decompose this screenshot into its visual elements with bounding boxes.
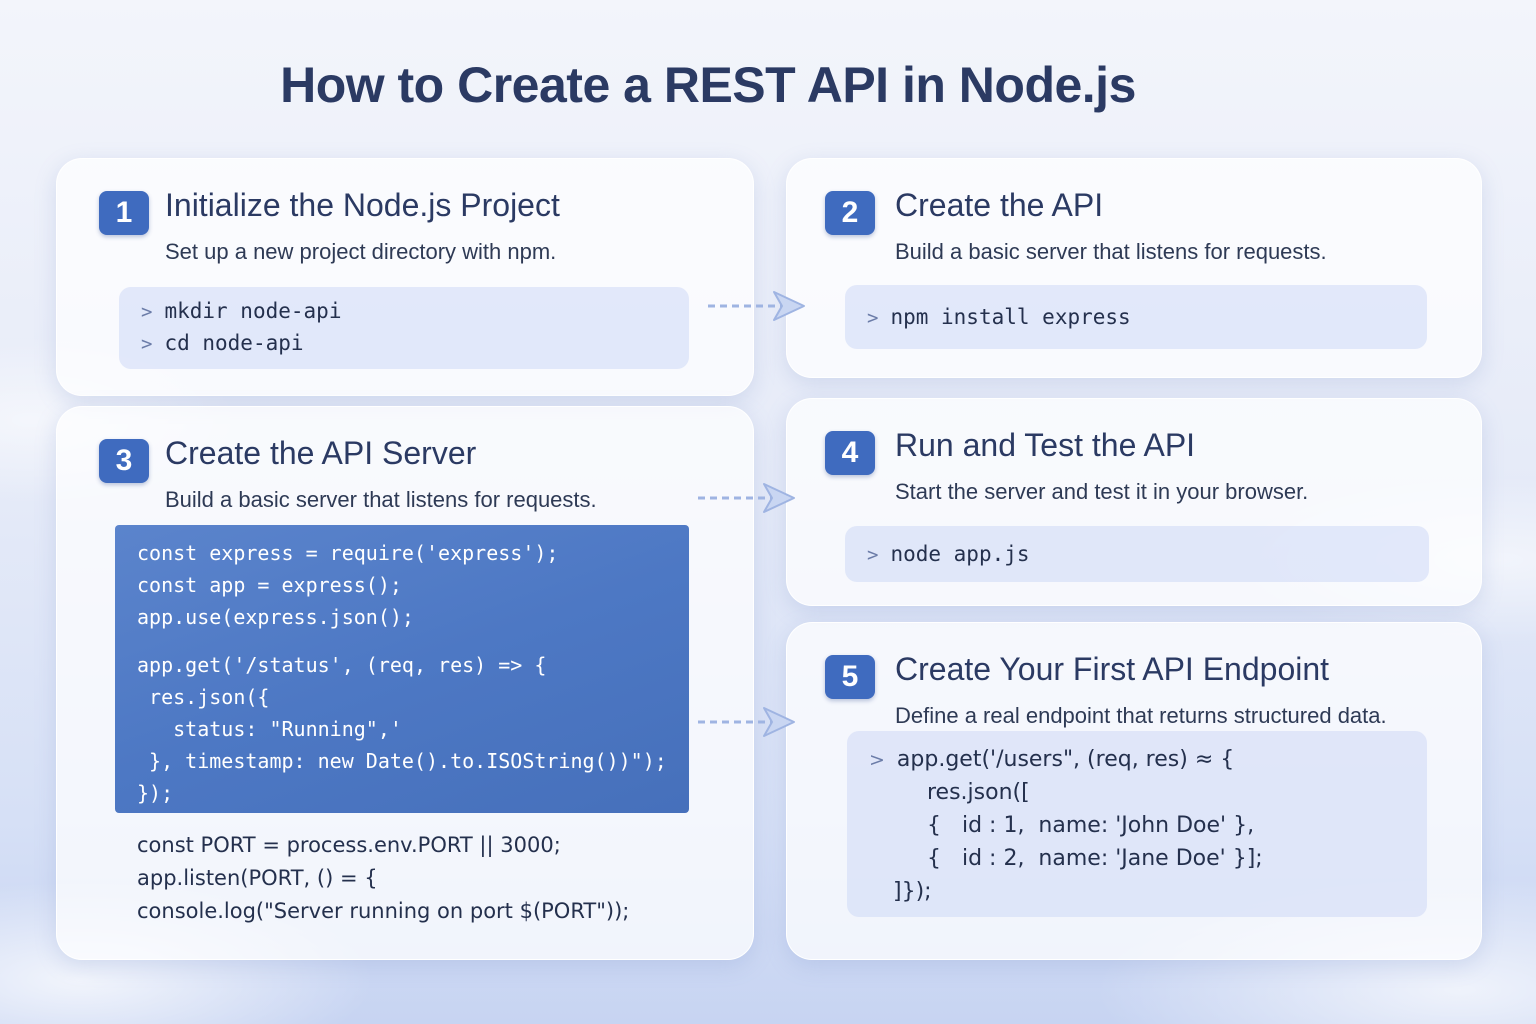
step-description: Build a basic server that listens for re… — [165, 487, 597, 512]
step-title: Initialize the Node.js Project — [165, 187, 560, 223]
code-text: app.get('/users", (req, res) ≈ { — [896, 747, 1235, 772]
code-line: const express = require('express'); — [137, 541, 559, 565]
code-line: res.json([ — [869, 776, 1427, 809]
code-line: console.log("Server running on port $(PO… — [137, 899, 630, 923]
step-number-badge: 5 — [825, 655, 875, 699]
code-text: ]}); — [893, 879, 932, 904]
code-line: }); — [137, 781, 174, 805]
dashed-arrow-icon — [698, 483, 795, 513]
code-line: res.json({ — [137, 685, 270, 709]
code-line: > app.get('/users", (req, res) ≈ { — [869, 743, 1427, 776]
step-title: Create the API — [895, 187, 1104, 223]
step-description: Set up a new project directory with npm. — [165, 239, 557, 264]
code-line: const app = express(); — [137, 573, 402, 597]
code-text: { id : 2, name: 'Jane Doe' }]; — [927, 846, 1263, 871]
command-text: node app.js — [890, 542, 1030, 566]
code-line: ]}); — [869, 875, 1427, 908]
chevron-right-icon: > — [141, 333, 153, 355]
command-line: > cd node-api — [141, 327, 689, 359]
step-description: Build a basic server that listens for re… — [895, 239, 1327, 264]
step-title: Run and Test the API — [895, 427, 1196, 463]
step-card-1: 1 Initialize the Node.js Project Set up … — [56, 158, 754, 396]
command-line: > mkdir node-api — [141, 295, 689, 327]
step-description: Start the server and test it in your bro… — [895, 479, 1309, 504]
code-line: app.listen(PORT, () = { — [137, 866, 378, 890]
step-title: Create the API Server — [165, 435, 477, 471]
endpoint-code-block: > app.get('/users", (req, res) ≈ { res.js… — [847, 731, 1427, 917]
code-line: }, timestamp: new Date().to.ISOString())… — [137, 749, 667, 773]
command-line: > npm install express — [867, 301, 1427, 333]
code-line: app.get('/status', (req, res) => { — [137, 653, 547, 677]
code-text: res.json([ — [927, 780, 1030, 805]
step-description: Define a real endpoint that returns stru… — [895, 703, 1387, 728]
dashed-arrow-icon — [708, 291, 805, 321]
dashed-arrow-icon — [698, 707, 795, 737]
code-line: { id : 1, name: 'John Doe' }, — [869, 809, 1427, 842]
plain-code-block: const PORT = process.env.PORT || 3000; a… — [137, 829, 737, 928]
step-title: Create Your First API Endpoint — [895, 651, 1330, 687]
step-number-badge: 1 — [99, 191, 149, 235]
code-line: const PORT = process.env.PORT || 3000; — [137, 833, 561, 857]
chevron-right-icon: > — [867, 544, 879, 566]
command-line: > node app.js — [867, 538, 1429, 570]
command-text: npm install express — [890, 305, 1131, 329]
step-number-badge: 4 — [825, 431, 875, 475]
code-line: app.use(express.json(); — [137, 605, 414, 629]
code-line: status: "Running",' — [137, 717, 402, 741]
command-text: cd node-api — [164, 331, 304, 355]
command-box: > node app.js — [845, 526, 1429, 582]
chevron-right-icon: > — [867, 307, 879, 329]
command-box: > npm install express — [845, 285, 1427, 349]
step-card-4: 4 Run and Test the API Start the server … — [786, 398, 1482, 606]
page-title: How to Create a REST API in Node.js — [280, 57, 1136, 113]
step-card-5: 5 Create Your First API Endpoint Define … — [786, 622, 1482, 960]
highlighted-code-block: const express = require('express'); cons… — [115, 525, 689, 813]
chevron-right-icon: > — [141, 301, 153, 323]
code-line: { id : 2, name: 'Jane Doe' }]; — [869, 842, 1427, 875]
step-card-2: 2 Create the API Build a basic server th… — [786, 158, 1482, 378]
step-card-3: 3 Create the API Server Build a basic se… — [56, 406, 754, 960]
command-box: > mkdir node-api > cd node-api — [119, 287, 689, 369]
step-number-badge: 3 — [99, 439, 149, 483]
chevron-right-icon: > — [869, 749, 885, 771]
command-text: mkdir node-api — [164, 299, 342, 323]
step-number-badge: 2 — [825, 191, 875, 235]
code-text: { id : 1, name: 'John Doe' }, — [927, 813, 1255, 838]
